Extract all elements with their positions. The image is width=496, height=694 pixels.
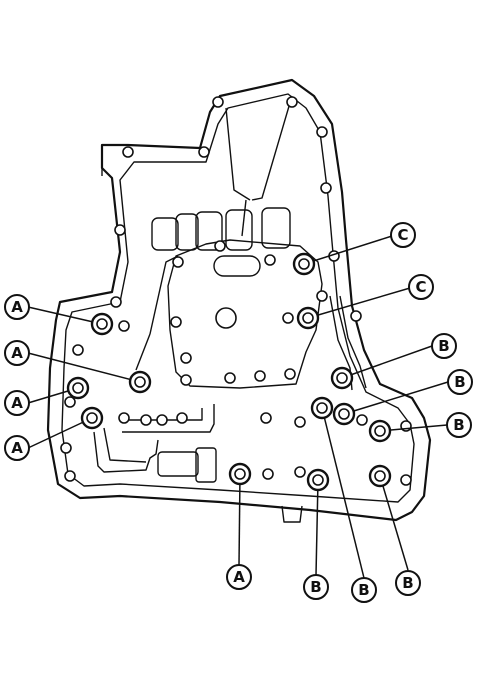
callout-b: B (351, 577, 377, 603)
callout-b: B (447, 369, 473, 395)
bolt (90, 312, 114, 336)
mounting-holes (60, 96, 412, 486)
bolt (128, 370, 152, 394)
callout-b: B (395, 570, 421, 596)
bolt (368, 464, 392, 488)
callout-label: B (438, 337, 449, 355)
bolt (296, 306, 320, 330)
bolt (368, 419, 392, 443)
callout-label: A (11, 298, 23, 316)
callout-label: C (397, 226, 408, 244)
callout-label: C (415, 278, 426, 296)
callout-label: A (233, 568, 245, 586)
callout-label: B (454, 373, 465, 391)
callout-label: B (453, 416, 464, 434)
bolt (310, 396, 334, 420)
bolt (80, 406, 104, 430)
callout-b: B (446, 412, 472, 438)
bolt (228, 462, 252, 486)
callout-a: A (4, 390, 30, 416)
bolt (292, 252, 316, 276)
bolt (306, 468, 330, 492)
callout-label: A (11, 344, 23, 362)
callout-label: B (358, 581, 369, 599)
callouts: A A A A A B B B B B B C C (4, 222, 473, 603)
callout-a: A (226, 564, 252, 590)
callout-b: B (431, 333, 457, 359)
callout-a: A (4, 294, 30, 320)
valve-body-outline (46, 78, 432, 523)
callout-label: B (402, 574, 413, 592)
callout-b: B (303, 574, 329, 600)
callout-label: A (11, 394, 23, 412)
bolts (66, 252, 392, 492)
bolt (330, 366, 354, 390)
callout-a: A (4, 435, 30, 461)
callout-a: A (4, 340, 30, 366)
callout-label: A (11, 439, 23, 457)
bolt (332, 402, 356, 426)
callout-c: C (408, 274, 434, 300)
callout-c: C (390, 222, 416, 248)
bolt (66, 376, 90, 400)
callout-label: B (310, 578, 321, 596)
